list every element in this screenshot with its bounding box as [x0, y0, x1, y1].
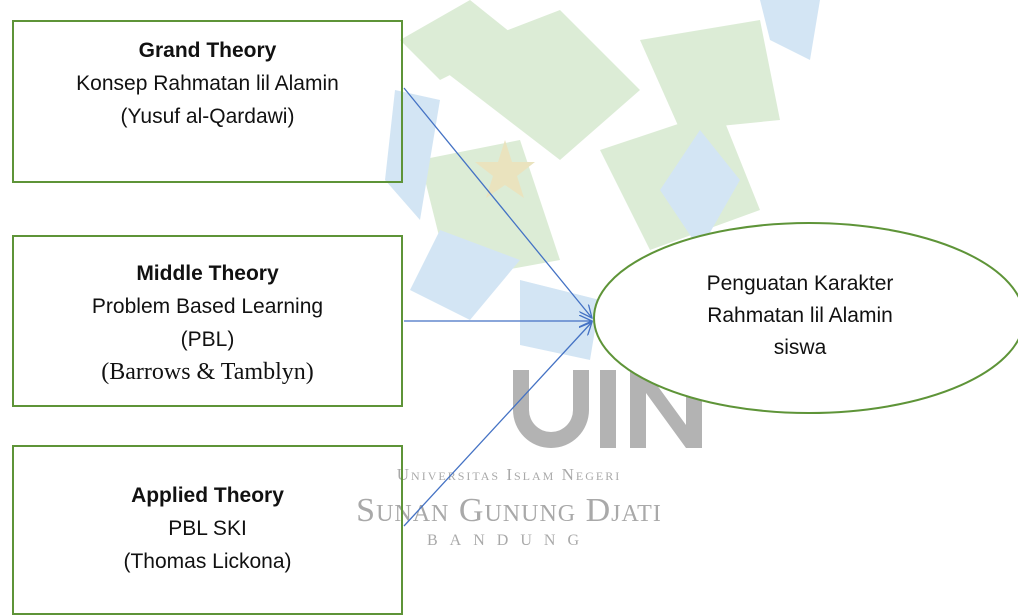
- watermark-university-label: Universitas Islam Negeri: [396, 465, 622, 484]
- grand-theory-box: Grand Theory Konsep Rahmatan lil Alamin …: [12, 20, 403, 183]
- middle-theory-title: Middle Theory: [136, 262, 279, 285]
- watermark-uin-letters: [513, 370, 702, 448]
- outcome-ellipse: [593, 222, 1018, 414]
- outcome-line-2: Rahmatan lil Alamin: [707, 304, 893, 327]
- watermark-city: BANDUNG: [427, 532, 591, 549]
- middle-theory-box: Middle Theory Problem Based Learning (PB…: [12, 235, 403, 407]
- middle-theory-abbrev: (PBL): [180, 328, 235, 351]
- middle-theory-author: (Barrows & Tamblyn): [101, 359, 314, 385]
- grand-theory-concept: Konsep Rahmatan lil Alamin: [76, 72, 339, 95]
- arrow-applied-to-outcome: [403, 322, 592, 527]
- applied-theory-title: Applied Theory: [131, 484, 284, 507]
- middle-theory-concept: Problem Based Learning: [91, 295, 324, 318]
- outcome-line-3: siswa: [773, 336, 827, 359]
- applied-theory-concept: PBL SKI: [168, 517, 247, 540]
- applied-theory-author: (Thomas Lickona): [123, 550, 292, 573]
- grand-theory-author: (Yusuf al-Qardawi): [120, 105, 295, 128]
- applied-theory-box: Applied Theory PBL SKI (Thomas Lickona): [12, 445, 403, 615]
- arrow-grand-to-outcome: [403, 87, 592, 318]
- outcome-line-1: Penguatan Karakter: [706, 272, 894, 295]
- grand-theory-title: Grand Theory: [138, 39, 277, 62]
- outcome-label: Penguatan Karakter Rahmatan lil Alamin s…: [650, 268, 950, 364]
